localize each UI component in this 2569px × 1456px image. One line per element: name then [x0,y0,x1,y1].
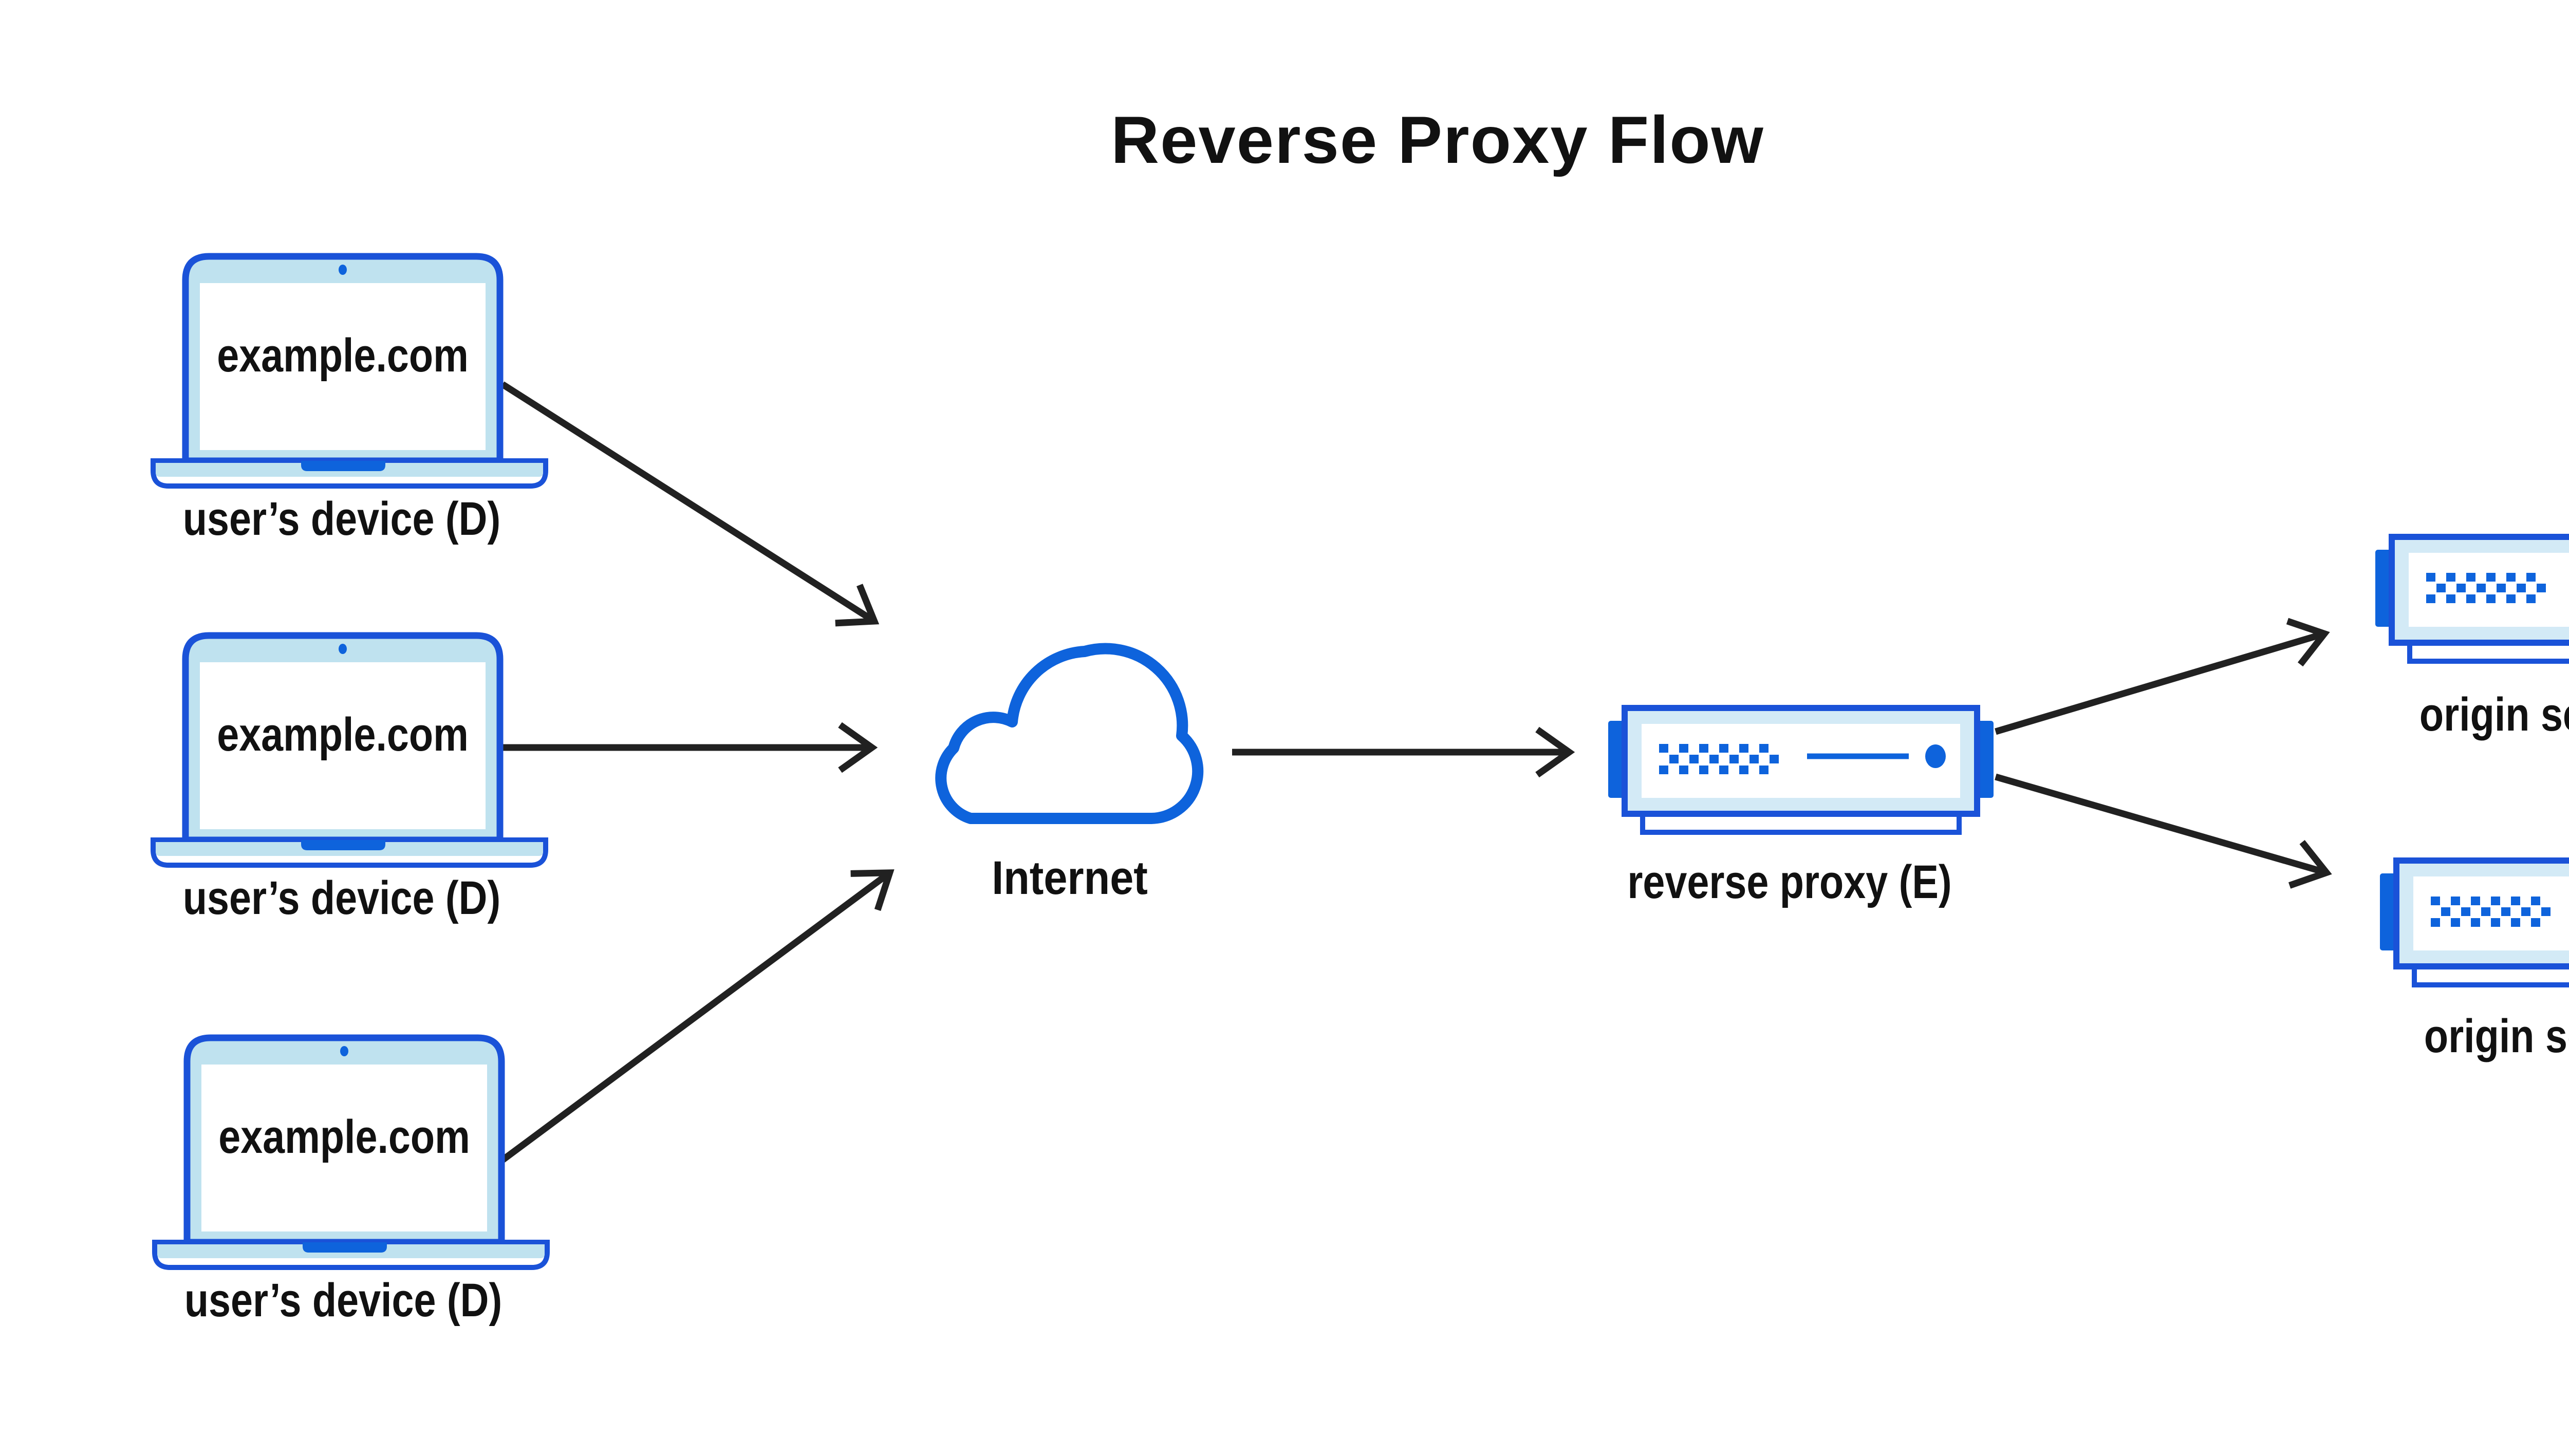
node-reverse-proxy: reverse proxy (E) [1608,708,1994,909]
device-screen-text: example.com [218,1111,470,1164]
device-screen-text: example.com [217,329,469,382]
origin-server-label: origin server (F) [2419,688,2569,741]
cloud-icon [935,643,1204,824]
server-rack-icon [1608,708,1994,832]
arrow-proxy-to-origin1 [1995,618,2330,735]
page-title: Reverse Proxy Flow [1111,102,1764,177]
origin-server-label: origin server (F) [2424,1010,2569,1063]
device-label: user’s device (D) [184,1274,502,1327]
node-internet: Internet [935,643,1204,904]
arrow-device3-to-internet [500,869,895,1163]
arrow-proxy-to-origin2 [1995,773,2332,889]
connection-arrows [500,381,2332,1163]
internet-label: Internet [992,851,1148,904]
device-label: user’s device (D) [183,493,500,546]
server-rack-icon [2380,861,2569,985]
node-user-device-1: example.com user’s device (D) [153,256,546,546]
node-origin-server-2: origin server (F) [2380,861,2569,1063]
node-origin-server-1: origin server (F) [2375,537,2569,741]
node-user-device-2: example.com user’s device (D) [153,636,546,925]
node-user-device-3: example.com user’s device (D) [155,1038,547,1327]
arrow-device1-to-internet [500,381,880,627]
device-label: user’s device (D) [183,872,500,925]
reverse-proxy-label: reverse proxy (E) [1627,856,1951,909]
server-rack-icon [2375,537,2569,661]
device-screen-text: example.com [217,708,469,761]
